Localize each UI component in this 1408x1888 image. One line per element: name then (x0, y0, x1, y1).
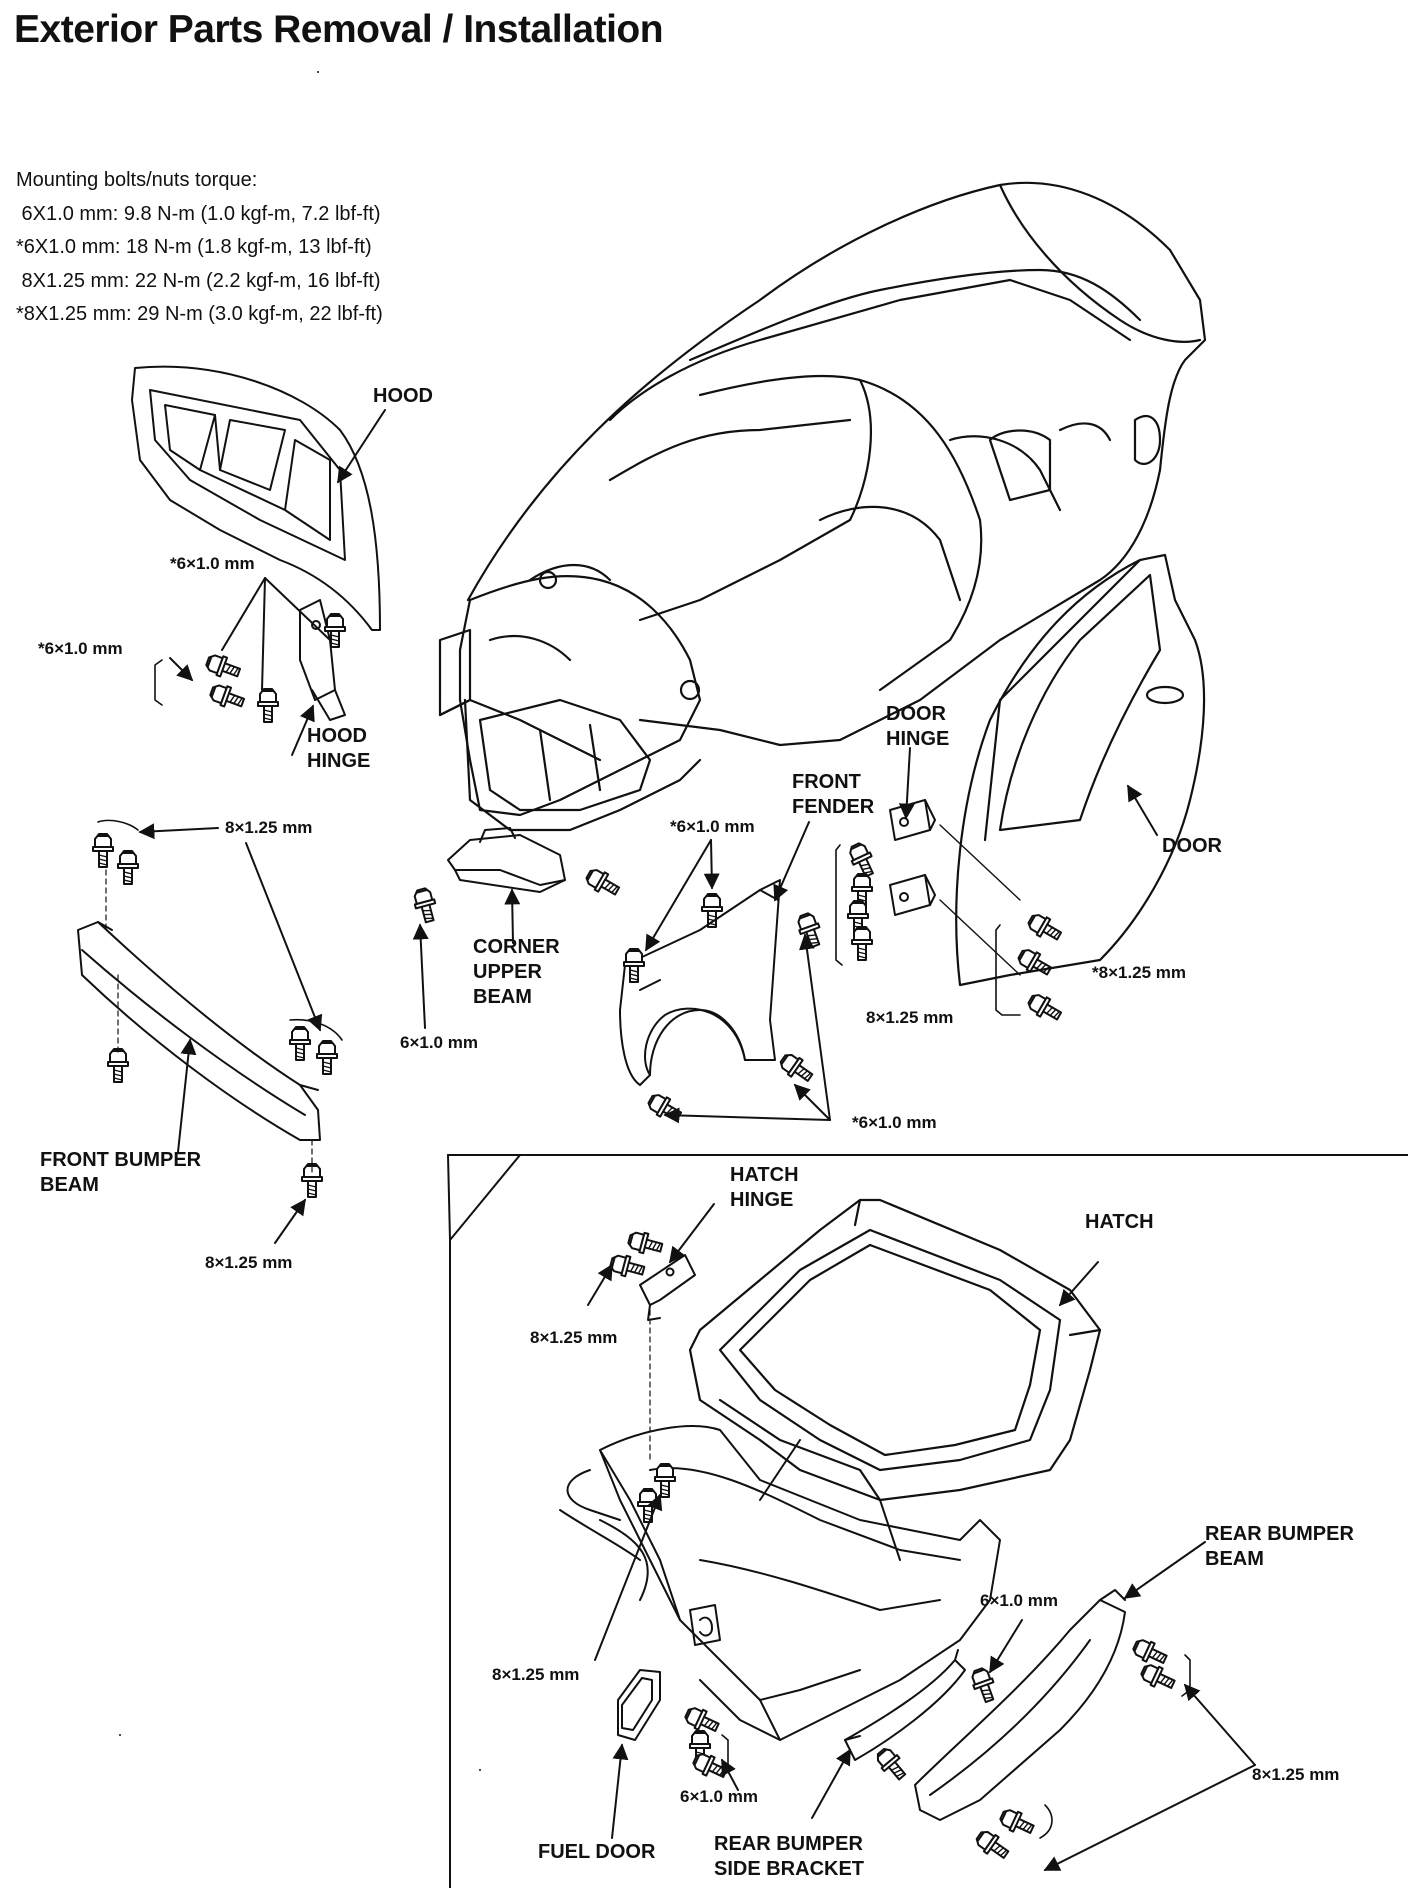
hood-panel (131, 365, 381, 631)
torque-spec: *6X1.0 mm: 18 N-m (1.8 kgf-m, 13 lbf-ft) (16, 236, 372, 258)
door-panel (955, 553, 1206, 987)
label-corner-upper-beam: CORNER UPPER BEAM (473, 935, 560, 1010)
hatch-hinge-part (639, 1254, 696, 1321)
label-line: HINGE (307, 750, 371, 772)
label-line: BEAM (1205, 1548, 1264, 1570)
body-shell (438, 181, 1207, 832)
label-rear-bumper-side-bracket: REAR BUMPER SIDE BRACKET (714, 1832, 864, 1882)
label-line: FRONT (792, 771, 861, 793)
fastener-label: 8×1.25 mm (1252, 1765, 1340, 1784)
label-line: FRONT BUMPER (40, 1149, 202, 1171)
label-line: CORNER (473, 936, 560, 958)
fastener-label: 6×1.0 mm (400, 1033, 478, 1052)
label-line: HATCH (730, 1164, 799, 1186)
torque-spec: 8X1.25 mm: 22 N-m (2.2 kgf-m, 16 lbf-ft) (16, 269, 381, 292)
label-hatch-hinge: HATCH HINGE (730, 1163, 799, 1213)
label-line: HINGE (886, 728, 950, 750)
label-door-hinge: DOOR HINGE (886, 702, 949, 752)
fastener-label: 8×1.25 mm (492, 1665, 580, 1684)
label-line: REAR BUMPER (714, 1833, 863, 1855)
fastener-label: 6×1.0 mm (980, 1591, 1058, 1610)
label-fuel-door: FUEL DOOR (538, 1841, 656, 1863)
label-hatch: HATCH (1085, 1211, 1154, 1233)
fastener-label: *6×1.0 mm (852, 1113, 937, 1132)
front-fender-part (619, 879, 781, 1086)
fastener-label: *6×1.0 mm (38, 639, 123, 658)
fastener-label: *6×1.0 mm (670, 817, 755, 836)
label-line: HINGE (730, 1189, 794, 1211)
fastener-label: 6×1.0 mm (680, 1787, 758, 1806)
torque-heading: Mounting bolts/nuts torque: (16, 169, 258, 191)
fastener-label: 8×1.25 mm (205, 1253, 293, 1272)
fastener-label: 8×1.25 mm (530, 1328, 618, 1347)
fastener-label: 8×1.25 mm (225, 818, 313, 837)
label-front-fender: FRONT FENDER (792, 770, 874, 820)
label-line: SIDE BRACKET (714, 1858, 865, 1880)
fastener-label: 8×1.25 mm (866, 1008, 954, 1027)
label-line: BEAM (473, 986, 532, 1008)
rear-bumper-side-bracket-part (844, 1649, 966, 1761)
door-hinge-part (889, 799, 936, 916)
hatch-part (688, 1198, 1102, 1502)
label-line: HOOD (307, 725, 367, 747)
front-bumper-beam-part (77, 921, 321, 1141)
label-hood-hinge: HOOD HINGE (307, 724, 370, 774)
label-line: BEAM (40, 1174, 99, 1196)
rear-bumper-beam-part (914, 1589, 1126, 1821)
torque-spec: 6X1.0 mm: 9.8 N-m (1.0 kgf-m, 7.2 lbf-ft… (16, 202, 381, 225)
label-line: UPPER (473, 961, 542, 983)
torque-specifications: Mounting bolts/nuts torque: 6X1.0 mm: 9.… (16, 164, 383, 332)
torque-spec: *8X1.25 mm: 29 N-m (3.0 kgf-m, 22 lbf-ft… (16, 303, 383, 325)
label-rear-bumper-beam: REAR BUMPER BEAM (1205, 1522, 1354, 1572)
leader-arrows (138, 409, 1256, 1871)
fuel-door-part (617, 1669, 661, 1741)
fastener-label: *8×1.25 mm (1092, 963, 1187, 982)
label-line: FENDER (792, 796, 875, 818)
label-door: DOOR (1162, 835, 1222, 857)
corner-upper-beam-part (447, 827, 566, 893)
label-line: REAR BUMPER (1205, 1523, 1354, 1545)
fastener-label: *6×1.0 mm (170, 554, 255, 573)
label-front-bumper-beam: FRONT BUMPER BEAM (40, 1148, 201, 1198)
label-hood: HOOD (373, 385, 433, 407)
label-line: DOOR (886, 703, 946, 725)
page-title: Exterior Parts Removal / Installation (14, 8, 664, 51)
